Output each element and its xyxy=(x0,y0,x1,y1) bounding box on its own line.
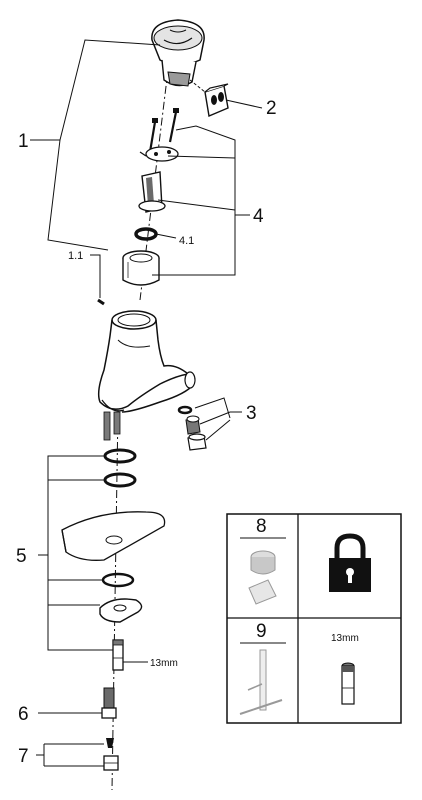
countertop-section xyxy=(61,511,166,561)
o-ring-part xyxy=(134,227,158,241)
callout-4: 4 xyxy=(253,206,264,227)
faucet-body xyxy=(97,310,196,413)
aerator-parts xyxy=(177,405,207,451)
screw-pair xyxy=(148,108,179,153)
callout-5: 5 xyxy=(16,546,27,567)
callout-2: 2 xyxy=(266,98,277,119)
handle-cap-part xyxy=(151,19,205,87)
insert-part xyxy=(189,79,229,117)
tool-table: 8 9 13mm xyxy=(226,513,402,724)
hose-connector-part xyxy=(101,687,117,719)
mounting-washers xyxy=(103,448,137,488)
hex-socket-insert-illustration xyxy=(341,662,355,705)
lower-mounting-parts xyxy=(99,572,143,623)
supply-hoses xyxy=(103,411,121,441)
set-screw-part xyxy=(97,298,105,306)
callout-6: 6 xyxy=(18,704,29,725)
callout-7: 7 xyxy=(18,746,29,767)
socket-wrench-illustration xyxy=(239,649,283,715)
retaining-plate xyxy=(139,146,179,162)
bushing-nut-part xyxy=(122,250,160,286)
tool-9-number: 9 xyxy=(256,621,267,642)
dimension-label-13mm: 13mm xyxy=(150,658,178,669)
callout-4-1: 4.1 xyxy=(179,235,194,247)
assembly-axis-lower xyxy=(111,409,119,791)
callout-3: 3 xyxy=(246,403,257,424)
tool-8-number: 8 xyxy=(256,516,267,537)
aerator-key-illustration xyxy=(248,550,277,605)
callout-1: 1 xyxy=(18,131,29,152)
callout-lines xyxy=(30,39,263,767)
padlock-icon xyxy=(329,533,371,592)
callout-1-1: 1.1 xyxy=(68,250,83,262)
fitting-part xyxy=(103,738,119,771)
cartridge-part xyxy=(138,171,166,213)
tool-9-dimension: 13mm xyxy=(331,633,359,644)
threaded-stud-part xyxy=(112,639,124,671)
